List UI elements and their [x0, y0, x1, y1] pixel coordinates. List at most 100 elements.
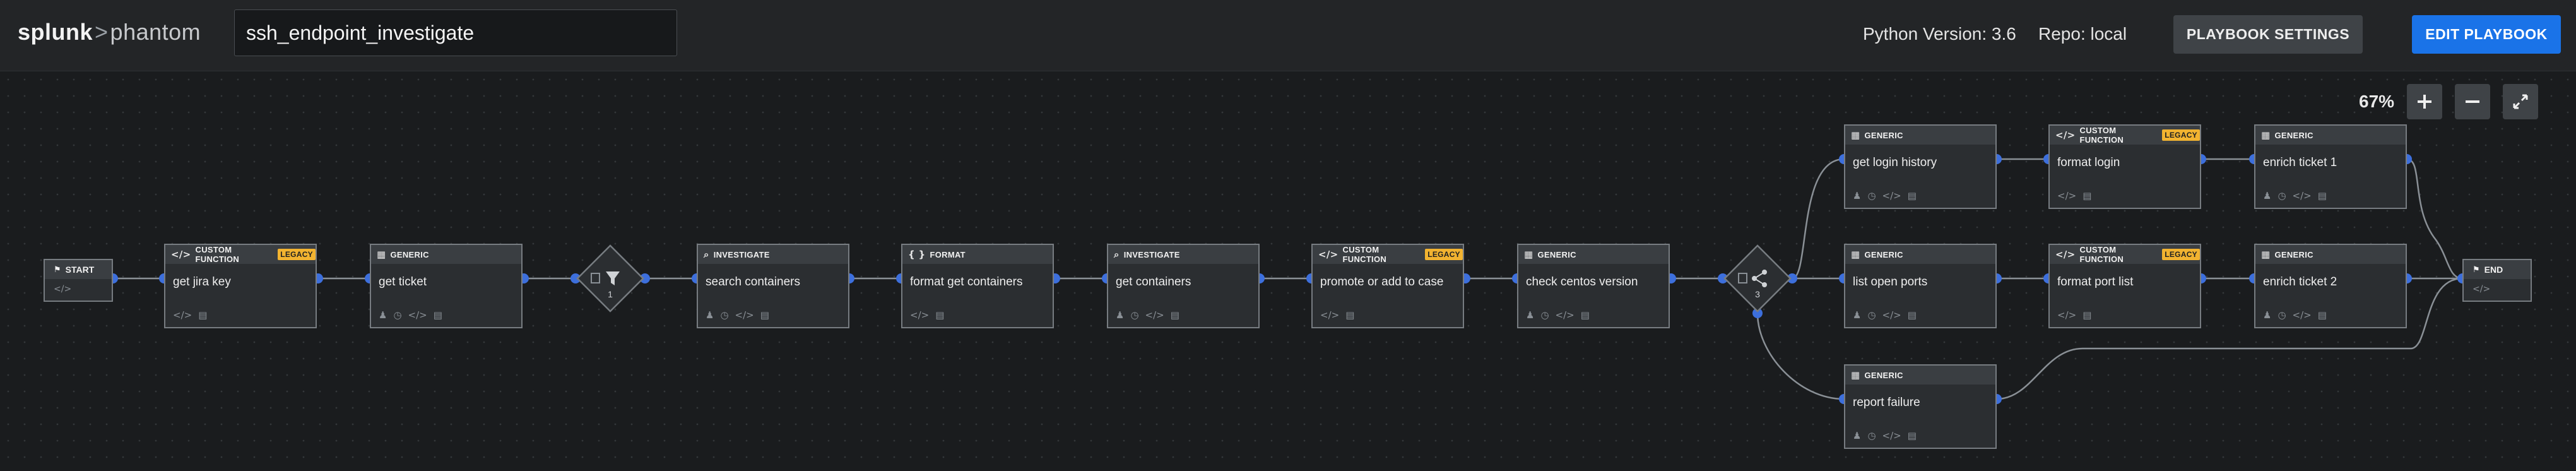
block-name: get containers: [1116, 275, 1191, 289]
block-header: ▦GENERIC: [1845, 366, 1995, 385]
block-header: ▦GENERIC: [1845, 126, 1995, 145]
logo-brand: splunk: [18, 19, 93, 45]
user-icon[interactable]: ♟: [1853, 190, 1862, 201]
code-icon: </>: [171, 249, 191, 260]
user-icon[interactable]: ♟: [1526, 309, 1535, 321]
code-icon[interactable]: </>: [2057, 190, 2077, 201]
block-header: ▦GENERIC: [2255, 126, 2406, 145]
clock-icon[interactable]: ◷: [2278, 190, 2286, 201]
document-icon[interactable]: ▤: [1907, 309, 1917, 321]
clock-icon[interactable]: ◷: [1130, 309, 1139, 321]
block-actions: </> ▤: [2057, 190, 2091, 201]
grid-icon: ▦: [1851, 129, 1860, 141]
filter-decision-node[interactable]: 1: [576, 244, 645, 313]
document-icon[interactable]: ▤: [433, 309, 442, 321]
document-icon[interactable]: ▤: [1170, 309, 1179, 321]
playbook-block[interactable]: ▦GENERIC enrich ticket 1 ♟ ◷ </> ▤: [2254, 124, 2407, 209]
code-icon[interactable]: </>: [1145, 309, 1164, 321]
code-icon[interactable]: </>: [1555, 309, 1575, 321]
clock-icon[interactable]: ◷: [2278, 309, 2286, 321]
start-node[interactable]: ⚑START </>: [44, 259, 113, 302]
clock-icon[interactable]: ◷: [1867, 430, 1876, 441]
document-icon[interactable]: ▤: [1907, 190, 1917, 201]
user-icon[interactable]: ♟: [1853, 430, 1862, 441]
document-icon[interactable]: ▤: [2317, 190, 2327, 201]
block-type: GENERIC: [2274, 249, 2313, 259]
code-icon[interactable]: </>: [2057, 309, 2077, 321]
clock-icon[interactable]: ◷: [720, 309, 729, 321]
user-icon[interactable]: ♟: [1853, 309, 1862, 321]
code-icon[interactable]: </>: [54, 284, 72, 294]
document-icon[interactable]: ▤: [1345, 309, 1355, 321]
zoom-out-button[interactable]: [2455, 84, 2490, 119]
playbook-name-field[interactable]: ssh_endpoint_investigate: [234, 9, 677, 56]
document-icon[interactable]: ▤: [198, 309, 208, 321]
zoom-in-button[interactable]: [2407, 84, 2442, 119]
end-node[interactable]: ⚑END </>: [2462, 259, 2532, 302]
code-icon[interactable]: </>: [1882, 190, 1901, 201]
code-icon[interactable]: </>: [1882, 430, 1901, 441]
code-icon[interactable]: </>: [2292, 309, 2312, 321]
code-icon[interactable]: </>: [1882, 309, 1901, 321]
user-icon[interactable]: ♟: [379, 309, 387, 321]
clock-icon[interactable]: ◷: [1540, 309, 1549, 321]
search-icon: ⌕: [704, 249, 709, 260]
block-header: { }FORMAT: [902, 245, 1053, 264]
document-icon[interactable]: ▤: [1907, 430, 1917, 441]
clock-icon[interactable]: ◷: [1867, 309, 1876, 321]
grid-icon: ▦: [1524, 249, 1533, 260]
user-icon[interactable]: ♟: [706, 309, 714, 321]
code-icon[interactable]: </>: [2292, 190, 2312, 201]
minus-icon: [2466, 100, 2479, 103]
document-icon[interactable]: ▤: [760, 309, 769, 321]
block-actions: ♟ ◷ </> ▤: [1853, 190, 1917, 201]
legacy-badge: LEGACY: [1425, 249, 1463, 260]
flag-icon: ⚑: [54, 265, 61, 275]
document-icon[interactable]: ▤: [935, 309, 945, 321]
user-icon[interactable]: ♟: [1116, 309, 1125, 321]
playbook-settings-button[interactable]: PLAYBOOK SETTINGS: [2173, 15, 2363, 54]
decision-diamond: [576, 244, 644, 313]
code-icon[interactable]: </>: [173, 309, 192, 321]
code-icon[interactable]: </>: [1320, 309, 1340, 321]
block-type: FORMAT: [930, 249, 966, 259]
logo-product: phantom: [110, 19, 201, 45]
code-icon[interactable]: </>: [735, 309, 754, 321]
code-icon[interactable]: </>: [408, 309, 427, 321]
block-type: CUSTOM FUNCTION: [2079, 245, 2124, 264]
connector-line: [2406, 158, 2463, 280]
clock-icon[interactable]: ◷: [1867, 190, 1876, 201]
block-name: enrich ticket 2: [2263, 275, 2337, 289]
code-icon[interactable]: </>: [2473, 284, 2491, 294]
block-name: enrich ticket 1: [2263, 156, 2337, 169]
splunk-phantom-logo[interactable]: splunk>phantom: [18, 19, 201, 45]
document-icon[interactable]: ▤: [2083, 309, 2092, 321]
connector-port: [1718, 273, 1728, 283]
edit-playbook-button[interactable]: EDIT PLAYBOOK: [2412, 15, 2561, 54]
block-actions: </> ▤: [910, 309, 944, 321]
document-icon[interactable]: ▤: [2083, 190, 2092, 201]
user-icon[interactable]: ♟: [2263, 309, 2272, 321]
code-icon[interactable]: </>: [910, 309, 930, 321]
block-name: get ticket: [379, 275, 427, 289]
user-icon[interactable]: ♟: [2263, 190, 2272, 201]
document-icon[interactable]: ▤: [1580, 309, 1590, 321]
block-name: format login: [2057, 156, 2120, 169]
clock-icon[interactable]: ◷: [393, 309, 402, 321]
fit-to-screen-button[interactable]: [2503, 84, 2538, 119]
document-icon[interactable]: ▤: [2317, 309, 2327, 321]
split-decision-node[interactable]: 3: [1723, 244, 1792, 313]
